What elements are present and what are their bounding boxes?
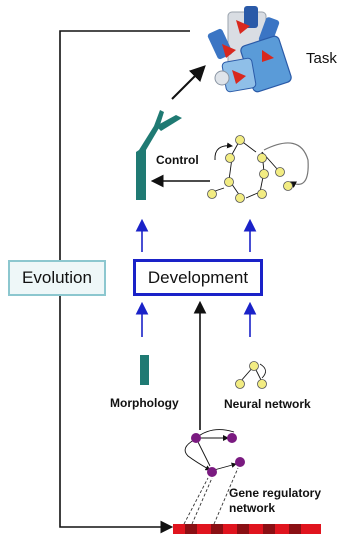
gene-network-graph — [184, 429, 245, 477]
small-neural-network — [235, 361, 267, 389]
neural-network-label: Neural network — [224, 397, 311, 411]
gene-regulatory-network-label: Gene regulatory network — [229, 486, 321, 516]
arrow-to-task — [171, 65, 206, 100]
gene-strand — [173, 524, 321, 534]
development-box: Development — [133, 259, 263, 296]
morphology-bar — [140, 355, 149, 385]
morphology-body-shape — [136, 110, 182, 200]
gene-label-line2: network — [229, 501, 276, 515]
evolution-label: Evolution — [22, 268, 92, 287]
development-label: Development — [147, 267, 249, 287]
morphology-label: Morphology — [110, 396, 179, 410]
control-label: Control — [156, 153, 199, 167]
robot-hand-icon — [207, 6, 292, 93]
gene-links — [183, 467, 239, 525]
control-neural-network — [207, 135, 309, 203]
gene-label-line1: Gene regulatory — [229, 486, 322, 500]
evolution-box: Evolution — [8, 260, 106, 296]
task-label: Task — [306, 50, 337, 67]
